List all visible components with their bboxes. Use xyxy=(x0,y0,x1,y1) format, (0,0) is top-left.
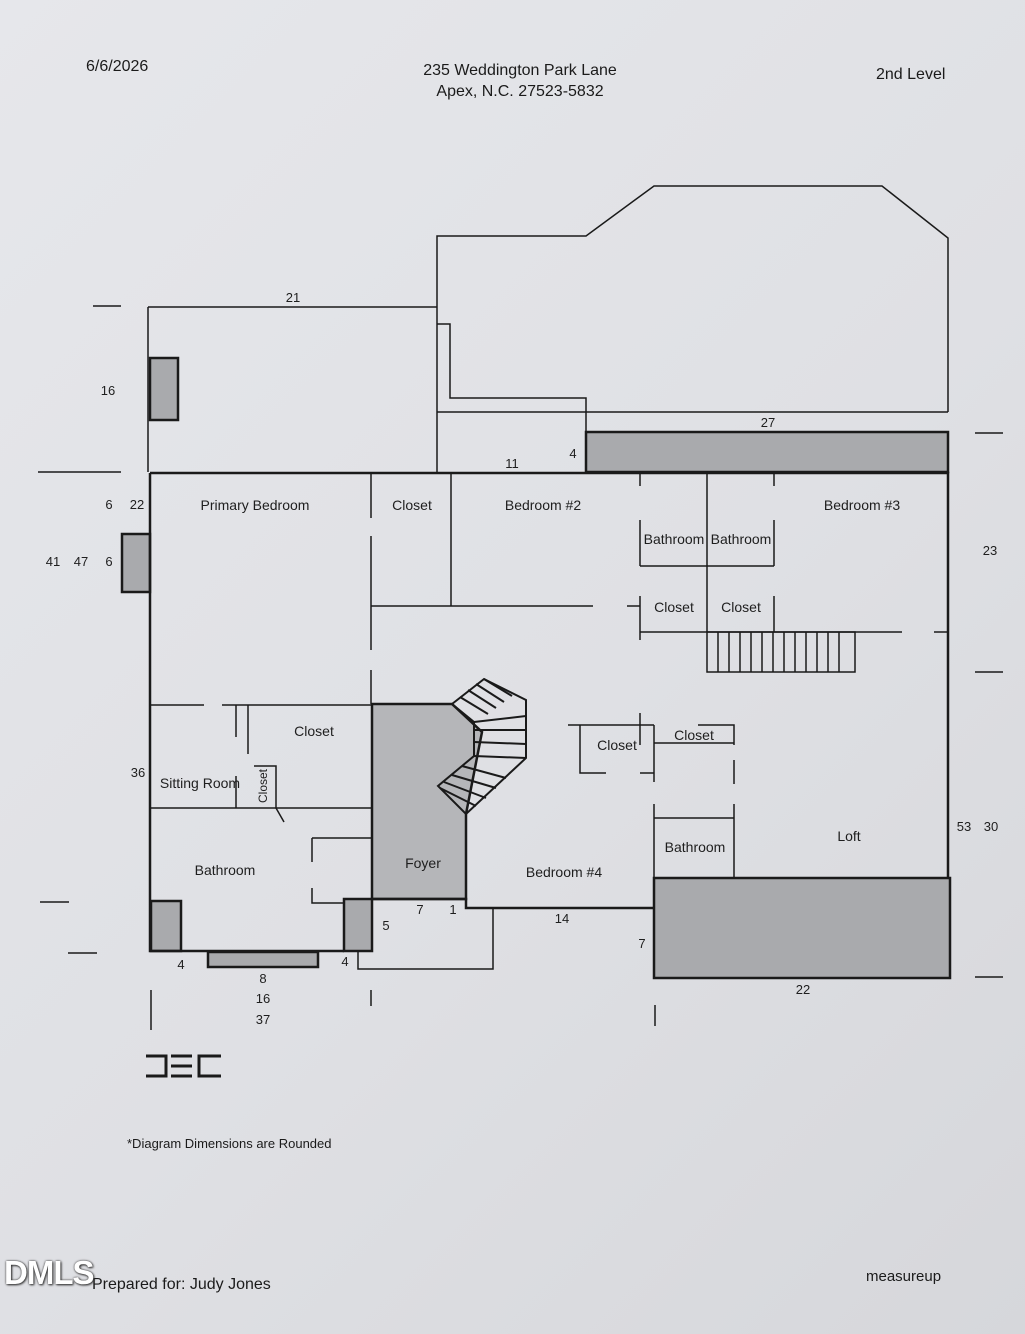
label-bathroom-b: Bathroom xyxy=(711,531,772,547)
label-bathroom-d: Bathroom xyxy=(195,862,256,878)
dim-left-22: 22 xyxy=(130,497,144,512)
prepared-for: Prepared for: Judy Jones xyxy=(92,1276,271,1293)
exterior-wall-top-right xyxy=(150,471,950,878)
label-closet-b: Closet xyxy=(654,599,694,615)
address-line-2: Apex, N.C. 27523-5832 xyxy=(436,83,604,100)
label-sitting-room: Sitting Room xyxy=(160,775,240,791)
block-bottom-mid xyxy=(342,897,374,953)
label-closet-a: Closet xyxy=(392,497,432,513)
upper-deck-outline xyxy=(436,185,949,472)
dim-bottom-7: 7 xyxy=(638,936,645,951)
label-bedroom-3: Bedroom #3 xyxy=(824,497,900,513)
dim-bottom-14: 14 xyxy=(555,911,569,926)
watermark: DMLS xyxy=(4,1254,94,1291)
dim-bottom-4b: 4 xyxy=(341,954,348,969)
bay-block-left xyxy=(120,532,152,594)
label-bathroom-a: Bathroom xyxy=(644,531,705,547)
label-closet-c: Closet xyxy=(721,599,761,615)
dim-left-6a: 6 xyxy=(105,497,112,512)
label-bedroom-4: Bedroom #4 xyxy=(526,864,602,880)
dim-bottom-4a: 4 xyxy=(177,957,184,972)
exterior-wall-front xyxy=(372,897,654,910)
dim-right-23: 23 xyxy=(983,543,997,558)
level-label: 2nd Level xyxy=(876,66,946,83)
dim-foyer-7: 7 xyxy=(416,902,423,917)
dim-mid-4: 4 xyxy=(569,446,576,461)
label-closet-f: Closet xyxy=(674,727,714,743)
dim-bottom-16: 16 xyxy=(256,991,270,1006)
dim-foyer-1: 1 xyxy=(449,902,456,917)
plan-date: 6/6/2026 xyxy=(86,58,149,75)
block-bottom-window xyxy=(206,950,320,969)
label-closet-vertical: Closet xyxy=(256,768,270,803)
chimney-block-top xyxy=(148,356,180,422)
brand-label: measureup xyxy=(866,1268,942,1285)
dim-left-16: 16 xyxy=(101,383,115,398)
address-line-1: 235 Weddington Park Lane xyxy=(423,62,617,79)
dim-mid-11: 11 xyxy=(505,456,519,471)
block-bottom-left xyxy=(149,899,183,953)
dim-left-41: 41 xyxy=(46,554,60,569)
dim-bottom-8: 8 xyxy=(259,971,266,986)
dim-left-36: 36 xyxy=(131,765,145,780)
label-foyer: Foyer xyxy=(405,855,441,871)
label-closet-e: Closet xyxy=(597,737,637,753)
dim-left-6b: 6 xyxy=(105,554,112,569)
dim-right-30: 30 xyxy=(984,819,998,834)
dim-bottom-22: 22 xyxy=(796,982,810,997)
exterior-wall-left-bottom xyxy=(148,473,344,953)
label-primary-bedroom: Primary Bedroom xyxy=(201,497,310,513)
rounding-note: *Diagram Dimensions are Rounded xyxy=(127,1136,332,1151)
label-bathroom-c: Bathroom xyxy=(665,839,726,855)
label-bedroom-2: Bedroom #2 xyxy=(505,497,581,513)
label-closet-d: Closet xyxy=(294,723,334,739)
dim-top-27: 27 xyxy=(761,415,775,430)
label-loft: Loft xyxy=(837,828,860,844)
dim-top-21: 21 xyxy=(286,290,300,305)
dim-left-47: 47 xyxy=(74,554,88,569)
dec-logo-icon xyxy=(146,1054,221,1078)
dim-bottom-37: 37 xyxy=(256,1012,270,1027)
dim-foyer-5: 5 xyxy=(382,918,389,933)
upper-stairs xyxy=(706,631,856,673)
porch-roof-top xyxy=(584,430,950,474)
dim-right-53: 53 xyxy=(957,819,971,834)
garage-roof xyxy=(652,876,952,980)
curved-stairs xyxy=(436,677,527,816)
